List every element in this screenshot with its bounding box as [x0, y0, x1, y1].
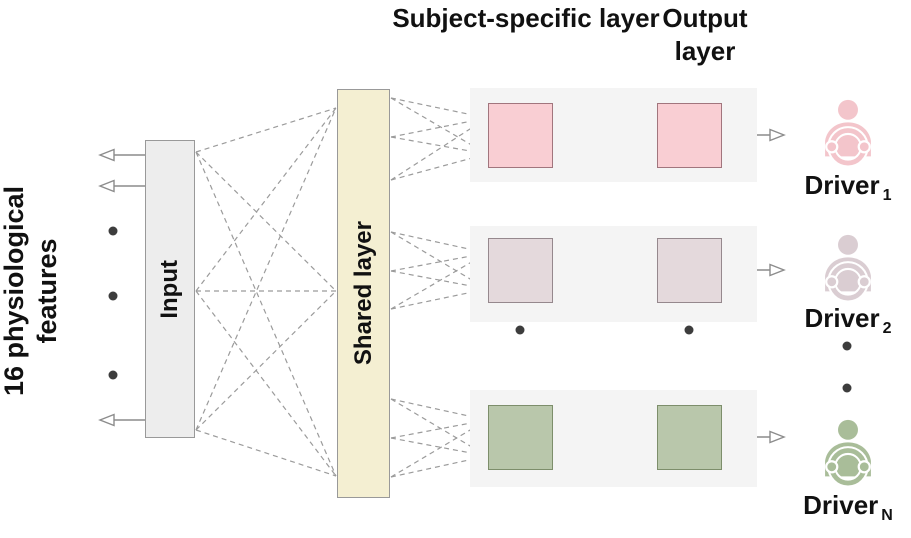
feature-ellipsis-dots: [108, 226, 118, 380]
subject-specific-layer-header: Subject-specific layer: [392, 3, 660, 33]
physiological-features-label: 16 physiological features: [0, 185, 62, 397]
driver-label-subscript: N: [881, 507, 893, 525]
driver-icon-N: [811, 418, 885, 488]
driver-icon-2: [811, 233, 885, 303]
driver-label-subscript: 1: [882, 187, 892, 205]
input-feature-arrows: [98, 148, 146, 427]
shared-layer-box: Shared layer: [337, 89, 390, 498]
output-box-driver2: [657, 238, 722, 303]
driver-ellipsis-dots: [842, 341, 852, 393]
output-box-driver1: [657, 103, 722, 168]
driver-label-text: Driver: [804, 170, 880, 200]
input-layer-box: Input: [145, 140, 195, 438]
driver-label-subscript: 2: [882, 320, 892, 338]
input-to-shared-connections: [195, 107, 337, 477]
subject-specific-box-driver2: [488, 238, 553, 303]
driver-person-glyph: [825, 99, 871, 168]
driver-label-text: Driver: [803, 490, 879, 520]
driver-label-text: Driver: [804, 303, 880, 333]
subject-specific-box-driverN: [488, 405, 553, 470]
driver-icon-1: [811, 98, 885, 168]
driver-person-glyph: [825, 234, 871, 303]
subject-specific-box-driver1: [488, 103, 553, 168]
input-layer-label: Input: [156, 259, 183, 319]
output-layer-header: Output layer: [662, 3, 748, 66]
shared-layer-label: Shared layer: [349, 221, 377, 366]
output-arrows: [722, 128, 786, 444]
output-box-driverN: [657, 405, 722, 470]
driver-person-glyph: [825, 419, 871, 488]
